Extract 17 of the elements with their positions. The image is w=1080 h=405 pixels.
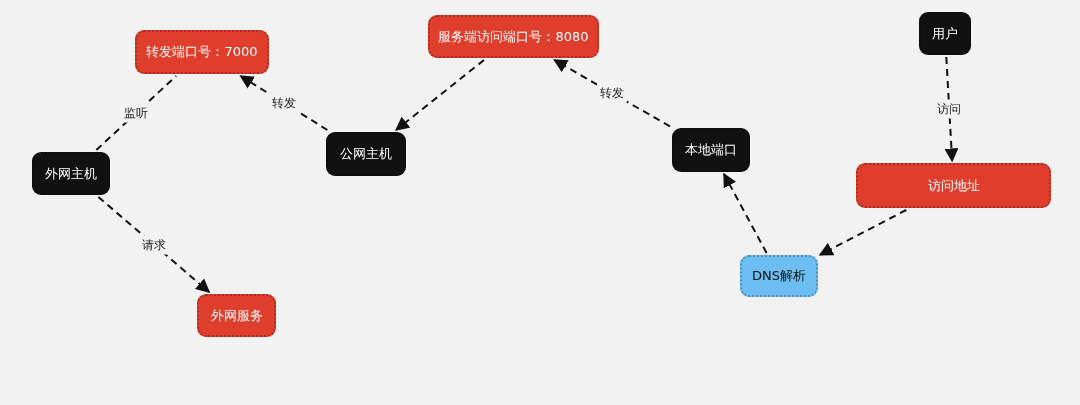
arrow	[944, 56, 959, 163]
process-box: 访问地址	[856, 163, 1051, 208]
process-box: 外网服务	[197, 294, 276, 337]
process-box: 用户	[919, 12, 971, 55]
arrow	[395, 59, 485, 131]
process-box: 本地端口	[672, 128, 750, 172]
arrow	[553, 59, 671, 128]
edge-label: 转发	[597, 83, 628, 103]
edge-label: 转发	[269, 93, 299, 113]
process-box: 服务端访问端口号：8080	[428, 15, 599, 58]
process-box: 外网主机	[32, 152, 110, 195]
process-box: 转发端口号：7000	[135, 30, 269, 74]
arrow	[97, 196, 211, 293]
process-box: DNS解析	[740, 255, 818, 297]
process-box: 公网主机	[326, 132, 406, 176]
arrow	[722, 172, 768, 254]
arrow	[818, 209, 908, 256]
